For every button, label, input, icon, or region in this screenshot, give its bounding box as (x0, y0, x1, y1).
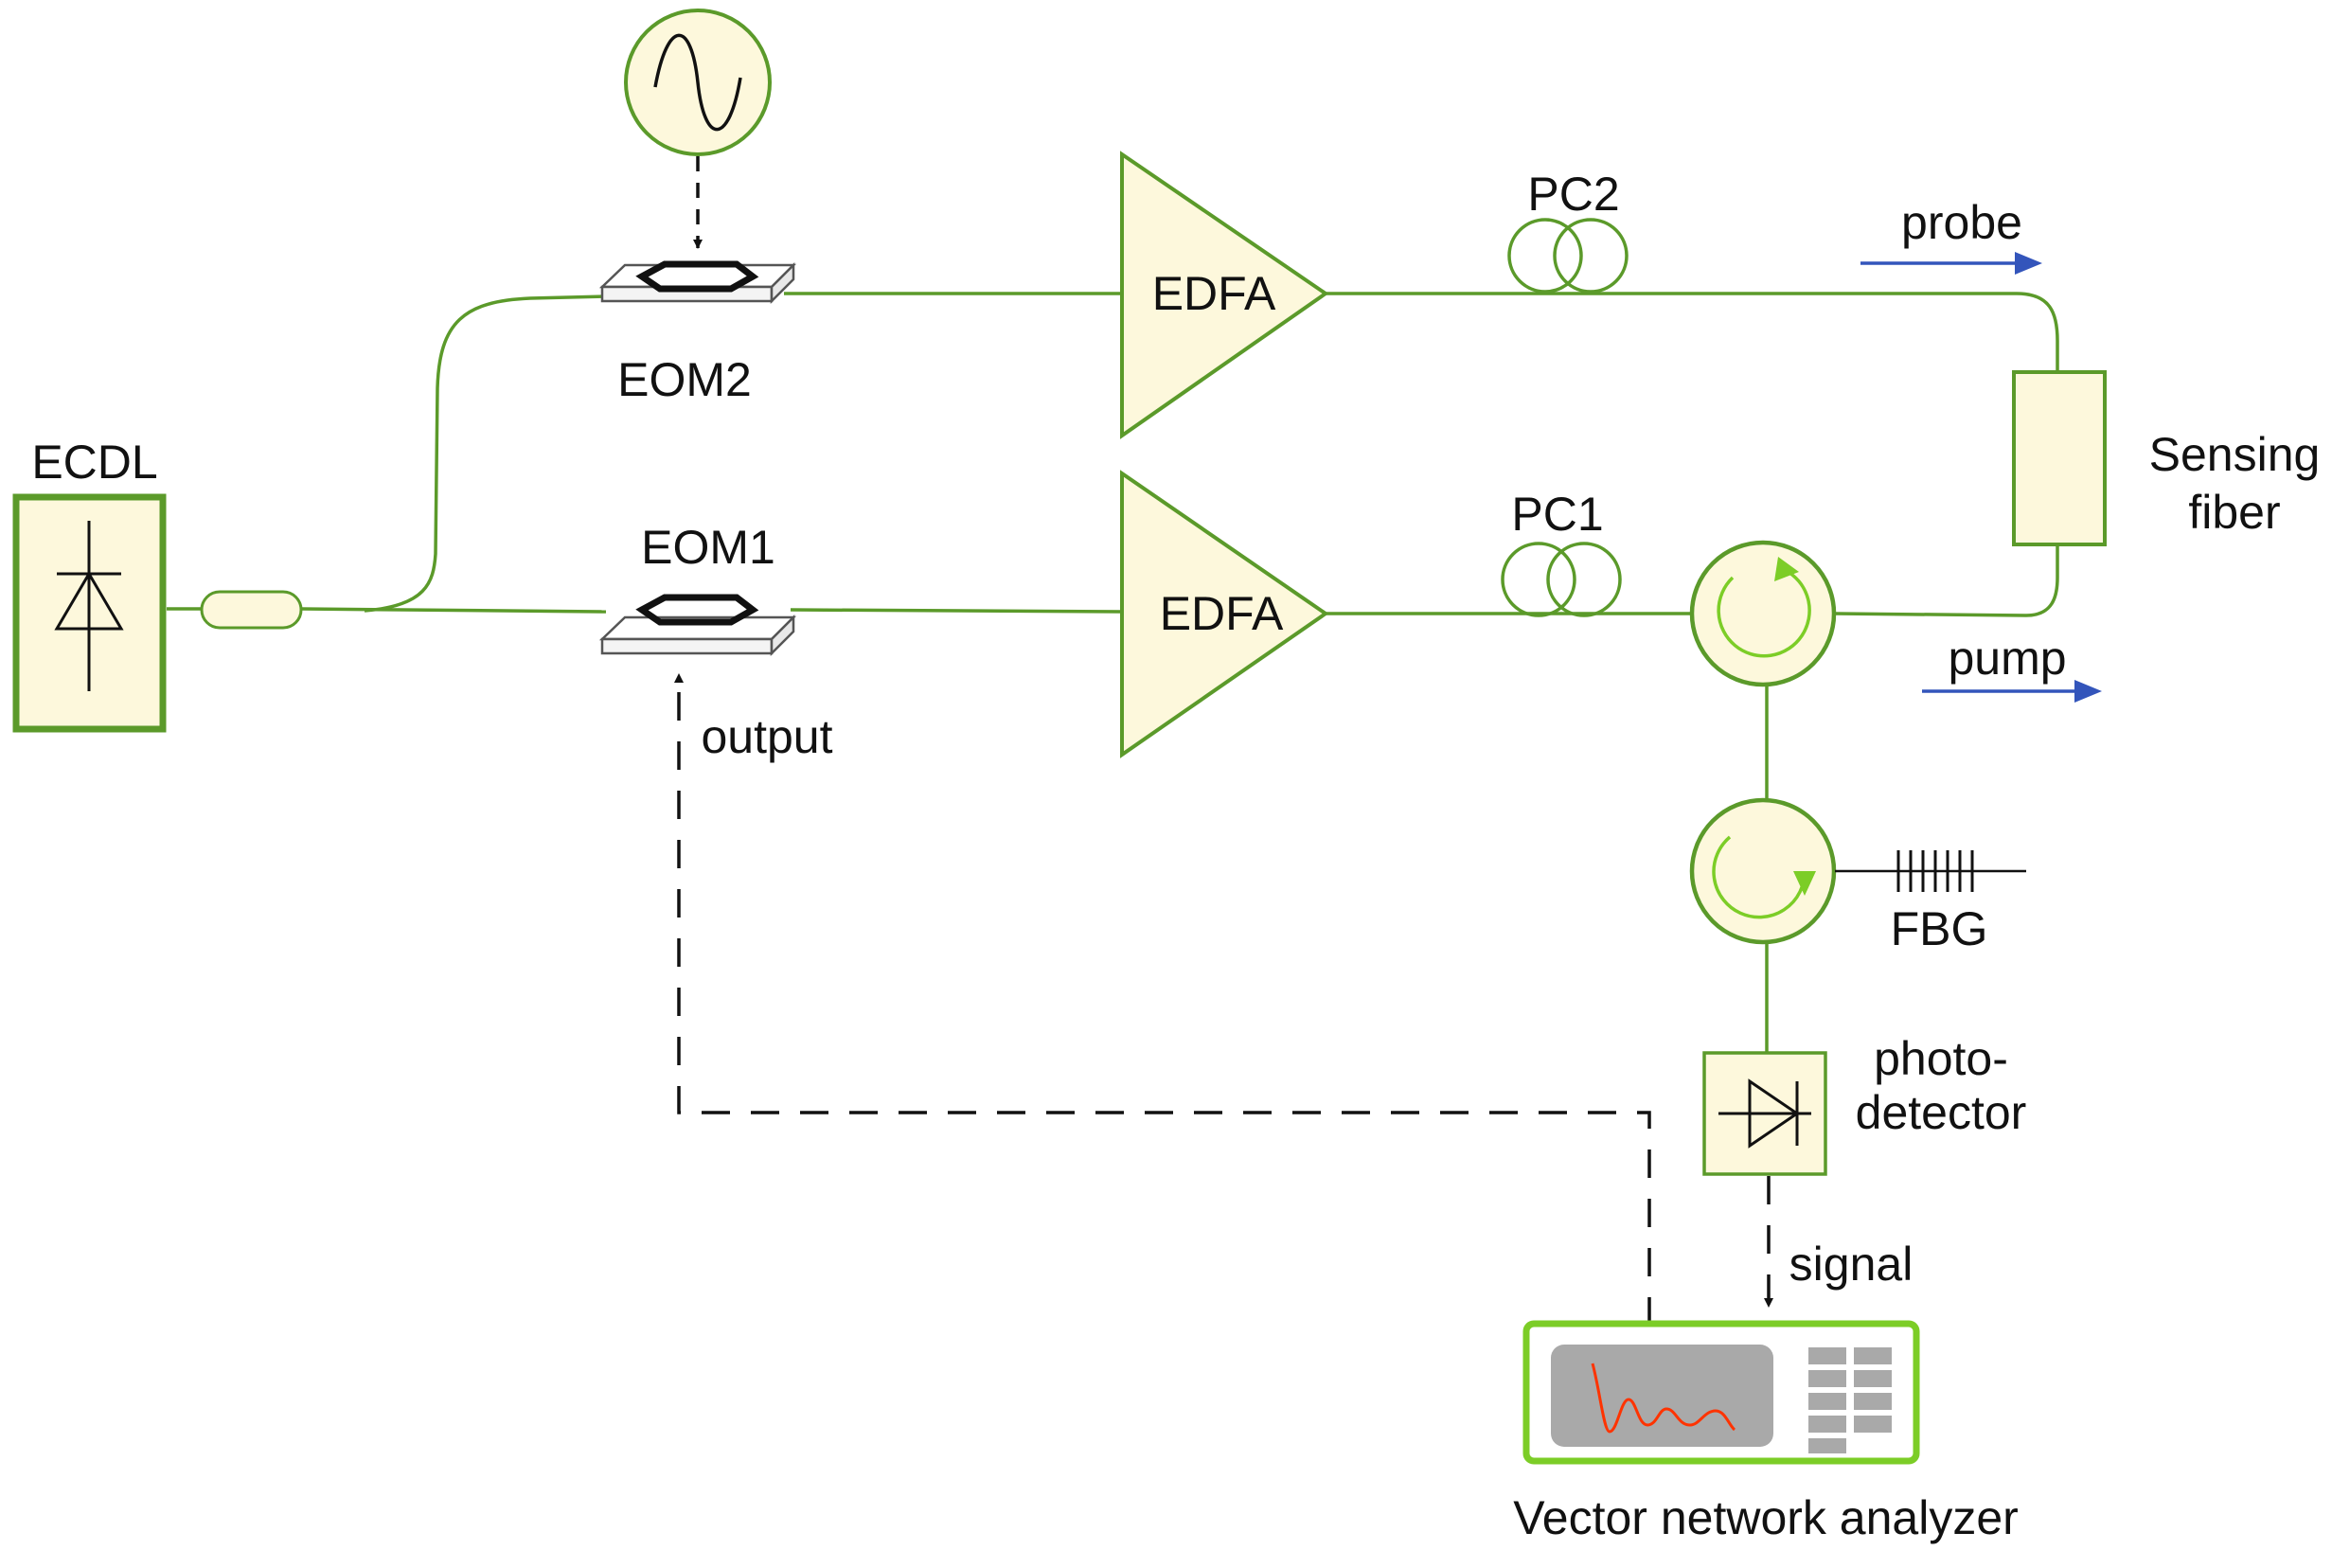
fiber-network (167, 292, 2059, 1053)
sine-wave-glyph (653, 33, 742, 132)
ecdl-label: ECDL (31, 436, 157, 489)
vna-keypad (1808, 1347, 1892, 1453)
rf-source (624, 9, 772, 249)
fiber-loops-icon (1507, 218, 1629, 294)
fiber-probe-line (1326, 292, 2059, 372)
eom1-label: EOM1 (641, 521, 775, 574)
fbg-grating: FBG (1835, 850, 2026, 955)
amplifier-triangle-icon (1120, 470, 1329, 758)
amplifier-triangle-icon (1120, 151, 1329, 439)
sensing-fiber: Sensing fiber (2012, 370, 2321, 546)
fiber-circulator-to-sensing (1834, 544, 2059, 617)
pump-arrowhead (2074, 680, 2102, 703)
edfa-top-label: EDFA (1152, 267, 1276, 320)
pump-label: pump (1948, 632, 2066, 685)
pc2-label: PC2 (1527, 168, 1619, 221)
sensing-label-line2: fiber (2188, 486, 2280, 539)
pc1-polarization-controller: PC1 (1501, 488, 1622, 617)
circulator-icon (1689, 540, 1837, 687)
fiber-loops-icon (1501, 542, 1622, 617)
photodiode-icon (1718, 1078, 1811, 1149)
fiber-eom1-to-edfa-bottom (790, 608, 1123, 614)
fbg-label: FBG (1891, 902, 1988, 955)
photodetector-label-line2: detector (1856, 1086, 2027, 1139)
vector-network-analyzer: Vector network analyzer (1513, 1320, 2019, 1544)
photodetector-label-line1: photo- (1874, 1032, 2008, 1085)
probe-label: probe (1901, 196, 2022, 249)
edfa-bottom-label: EDFA (1160, 587, 1284, 640)
circulator-1 (1689, 540, 1837, 687)
sensing-fiber-box (2012, 370, 2107, 546)
signal-label: signal (1789, 1238, 1914, 1291)
sensing-label-line1: Sensing (2149, 428, 2321, 481)
ecdl-laser: ECDL (12, 436, 167, 733)
output-label: output (701, 710, 832, 763)
vna-screen (1551, 1345, 1773, 1447)
output-dashed-arrow (674, 673, 1651, 1326)
electrical-signal-paths: signal output (674, 673, 1914, 1326)
pc2-polarization-controller: PC2 (1507, 168, 1629, 294)
vna-trace (1591, 1363, 1736, 1434)
circulator-icon (1689, 797, 1837, 945)
probe-arrowhead (2015, 252, 2042, 275)
edfa-bottom: EDFA (1120, 470, 1329, 758)
circulator-2 (1689, 797, 1837, 945)
eom1-modulator: EOM1 (598, 521, 797, 657)
electro-optic-modulator-icon (635, 260, 759, 293)
fiber-coupler-to-eom2 (364, 294, 607, 613)
eom2-label: EOM2 (617, 353, 752, 406)
electro-optic-modulator-icon (635, 594, 759, 626)
vna-label: Vector network analyzer (1513, 1491, 2019, 1544)
fiber-coupler (200, 590, 303, 630)
fiber-bragg-grating-icon (1896, 850, 1974, 892)
probe-direction: probe (1860, 196, 2042, 275)
pc1-label: PC1 (1511, 488, 1603, 541)
laser-diode-icon (54, 521, 124, 691)
edfa-top: EDFA (1120, 151, 1329, 439)
photodetector: photo- detector (1702, 1032, 2027, 1176)
pump-direction: pump (1922, 632, 2102, 703)
eom2-modulator: EOM2 (598, 260, 797, 406)
fiber-coupler-to-eom1 (300, 607, 607, 614)
